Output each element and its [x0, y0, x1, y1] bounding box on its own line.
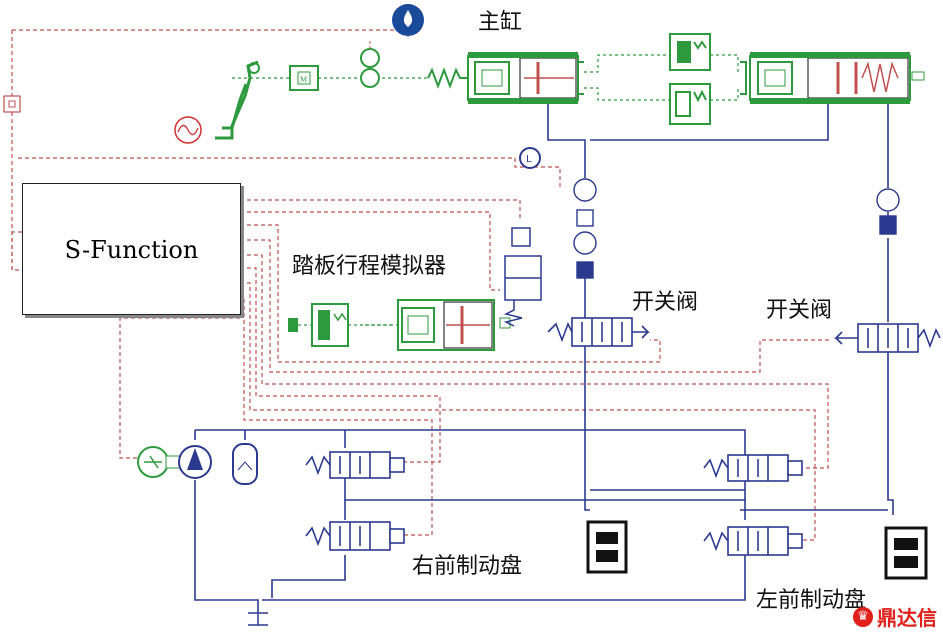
- signal-converter-icon: [3, 95, 21, 113]
- switch-valve-2: [834, 323, 941, 353]
- s-function-block: S-Function: [22, 183, 241, 315]
- mass-icon: M: [289, 65, 319, 91]
- spring-icon: [427, 67, 470, 89]
- brake-disc-icon: [884, 526, 928, 580]
- pump-icon: [178, 445, 212, 479]
- abs-valve-fl-2: [305, 521, 405, 551]
- pressure-sensor-icon: [573, 178, 900, 279]
- switch-valve-2-label: 开关阀: [766, 298, 833, 323]
- svg-text:L: L: [526, 154, 532, 165]
- signal-source-icon: [174, 116, 202, 144]
- mechanical-lines: [232, 54, 739, 326]
- pedal-simulator: [288, 299, 511, 351]
- master-cylinder-label: 主缸: [478, 10, 523, 35]
- left-front-disc-label: 左前制动盘: [756, 588, 867, 613]
- ground-icon: [248, 612, 268, 626]
- watermark-icon: ♛: [853, 606, 873, 627]
- tank-icon: [392, 4, 424, 36]
- motor-icon: [137, 446, 181, 478]
- pedal-simulator-label: 踏板行程模拟器: [292, 254, 447, 279]
- slave-cylinder: [749, 52, 925, 104]
- switch-valve-1-label: 开关阀: [632, 290, 699, 315]
- abs-valve-fr-2: [703, 526, 803, 556]
- s-function-label: S-Function: [64, 236, 199, 264]
- right-front-disc-label: 右前制动盘: [412, 554, 523, 579]
- switch-valve-1: [547, 317, 650, 347]
- brake-disc-icon: [586, 520, 628, 574]
- position-sensor-icon: L: [519, 147, 541, 169]
- signal-lines: [11, 29, 830, 541]
- hydraulic-lines: [194, 100, 894, 614]
- pedal-icon: [215, 60, 260, 140]
- accumulator-icon: [232, 443, 258, 485]
- watermark-text: 鼎达信: [877, 606, 937, 630]
- watermark-logo: ♛ 鼎达信: [853, 602, 937, 631]
- force-sensor-icon: [360, 40, 380, 88]
- coupling-icon: [577, 33, 747, 125]
- svg-text:M: M: [300, 76, 307, 84]
- master-cylinder: [467, 52, 579, 104]
- valve-icon: [503, 227, 542, 327]
- abs-valve-fr: [703, 454, 803, 482]
- abs-valve-fl: [305, 451, 405, 479]
